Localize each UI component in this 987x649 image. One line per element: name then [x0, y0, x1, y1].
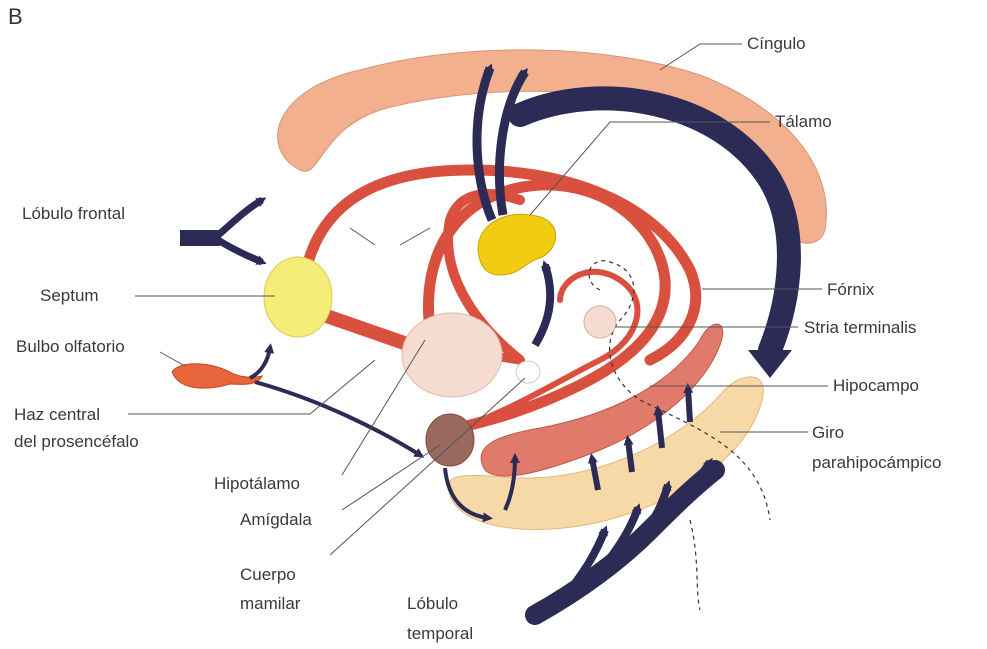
label-cuerpo-2: mamilar [240, 594, 300, 614]
olfactory-arrow-to-amygdala [255, 382, 420, 455]
frontal-lobe-arrow-down [215, 238, 262, 262]
septum-hypothalamus-tract [315, 312, 410, 345]
mammillary-to-thalamus-arrow [535, 265, 550, 345]
leader-frontal-2 [400, 228, 430, 245]
stria-nucleus [584, 306, 616, 338]
mammillary-body [516, 361, 540, 383]
label-cingulo: Cíngulo [747, 34, 806, 54]
parahippocampal-to-hippocampus-arrow-4 [688, 388, 690, 422]
label-giro-1: Giro [812, 423, 844, 443]
label-fornix: Fórnix [827, 280, 874, 300]
leader-haz [128, 360, 375, 414]
cingulum-arrowhead [748, 350, 792, 378]
parahippocampal-to-hippocampus-arrow-2 [628, 440, 632, 472]
label-haz-central-1: Haz central [14, 405, 100, 425]
label-septum: Septum [40, 286, 99, 306]
label-hipotalamo: Hipotálamo [214, 474, 300, 494]
parahippocampal-to-hippocampus-arrow-3 [658, 410, 662, 448]
dotted-outline-2 [690, 520, 700, 610]
leader-frontal-1 [350, 228, 375, 245]
label-cuerpo-1: Cuerpo [240, 565, 296, 585]
label-haz-central-2: del prosencéfalo [14, 432, 139, 452]
label-lobulo-temporal-1: Lóbulo [407, 594, 458, 614]
label-giro-2: parahipocámpico [812, 453, 941, 473]
label-lobulo-temporal-2: temporal [407, 624, 473, 644]
olfactory-arrow-up [250, 348, 270, 378]
leader-cingulo [660, 44, 742, 70]
amygdala [426, 414, 474, 466]
label-amigdala: Amígdala [240, 510, 312, 530]
frontal-lobe-arrow-up [215, 200, 262, 238]
hypothalamus [402, 313, 502, 397]
label-hipocampo: Hipocampo [833, 376, 919, 396]
olfactory-bulb [172, 364, 262, 388]
panel-letter: B [8, 4, 23, 30]
septum [264, 257, 332, 337]
label-stria-terminalis: Stria terminalis [804, 318, 916, 338]
leader-bulbo [160, 352, 185, 366]
label-lobulo-frontal: Lóbulo frontal [22, 204, 125, 224]
leader-hipotalamo [342, 340, 425, 475]
label-bulbo-olfatorio: Bulbo olfatorio [16, 337, 125, 357]
label-talamo: Tálamo [775, 112, 832, 132]
